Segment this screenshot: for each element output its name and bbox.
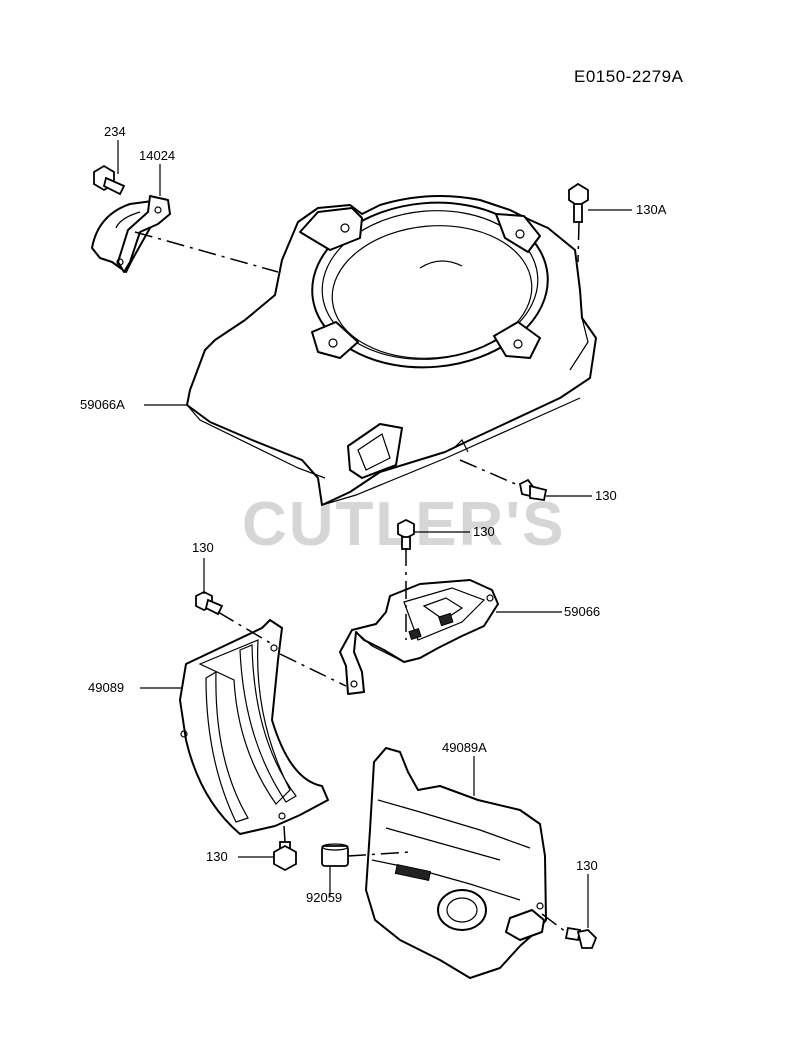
- bolt-130-bottom-right: [564, 926, 598, 949]
- cover-49089a: [365, 747, 547, 979]
- label-130-right-of-cover: 130: [595, 488, 617, 503]
- label-59066a: 59066A: [80, 397, 125, 412]
- bolt-130-top-left: [195, 590, 224, 616]
- bolt-234: [93, 164, 126, 196]
- bracket-59066: [339, 579, 499, 695]
- guard-14024: [91, 195, 171, 273]
- label-59066: 59066: [564, 604, 600, 619]
- bolt-130a: [568, 182, 589, 223]
- label-14024: 14024: [139, 148, 175, 163]
- bolt-130-right-of-cover: [518, 478, 548, 502]
- label-92059: 92059: [306, 890, 342, 905]
- label-234: 234: [104, 124, 126, 139]
- spacer-92059: [321, 843, 349, 867]
- label-130-bottom-right: 130: [576, 858, 598, 873]
- bolt-130-top-of-bracket: [397, 518, 415, 550]
- bolt-130-bottom-left: [273, 841, 297, 872]
- label-130-top-left: 130: [192, 540, 214, 555]
- label-130-top-of-bracket: 130: [473, 524, 495, 539]
- label-130-bottom-left: 130: [206, 849, 228, 864]
- label-49089: 49089: [88, 680, 124, 695]
- fan-housing: [186, 195, 597, 506]
- diagram-code: E0150-2279A: [574, 67, 684, 86]
- cover-49089: [179, 619, 329, 835]
- label-49089a: 49089A: [442, 740, 487, 755]
- label-130a: 130A: [636, 202, 667, 217]
